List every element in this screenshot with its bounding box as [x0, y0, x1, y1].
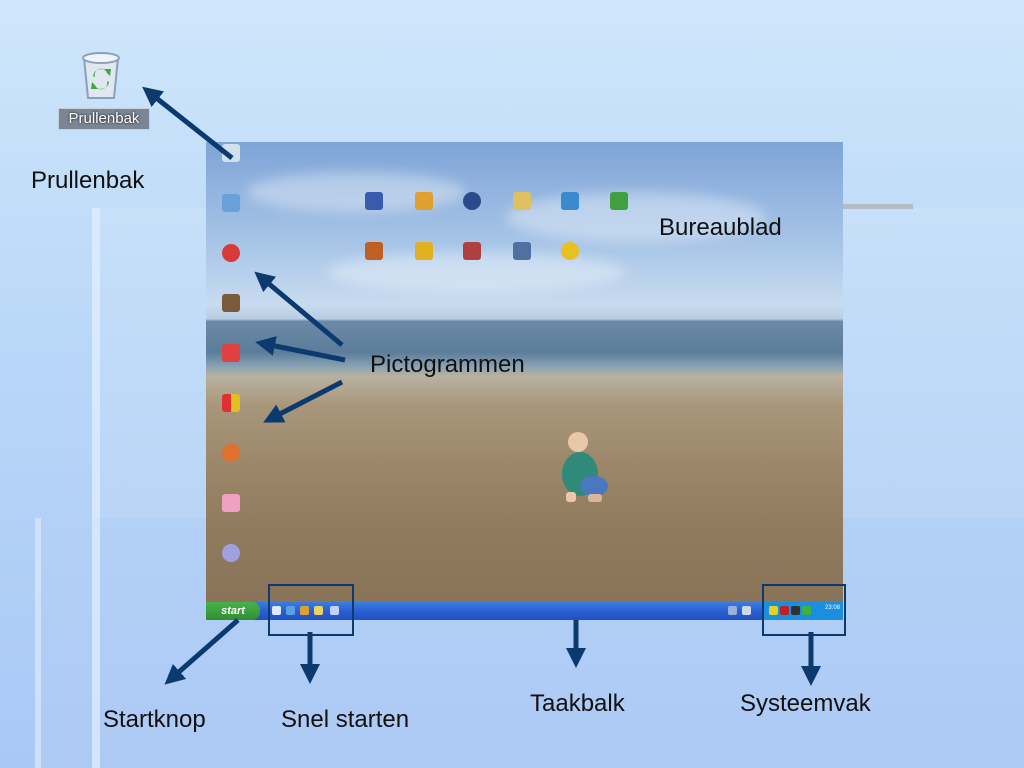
slide-decoration-line-lower	[35, 518, 41, 768]
desktop-icon[interactable]	[596, 192, 642, 212]
callout-systeemvak: Systeemvak	[740, 690, 871, 717]
callout-pictogrammen: Pictogrammen	[370, 351, 525, 378]
desktop-icon[interactable]	[499, 242, 545, 262]
desktop-icon[interactable]	[208, 444, 254, 464]
desktop-icon[interactable]	[208, 144, 254, 164]
system-tray[interactable]: 23:08	[763, 602, 843, 620]
desktop-icon[interactable]	[351, 192, 397, 212]
desktop-icon[interactable]	[208, 344, 254, 364]
desktop-icon[interactable]	[208, 294, 254, 314]
tray-toggle-icon[interactable]	[728, 606, 737, 615]
quick-launch-icon[interactable]	[272, 606, 281, 615]
tray-toggle-icon[interactable]	[742, 606, 751, 615]
desktop-icon[interactable]	[351, 242, 397, 262]
desktop-icon[interactable]	[499, 192, 545, 212]
desktop-icon[interactable]	[449, 242, 495, 262]
recycle-bin-label: Prullenbak	[58, 108, 150, 130]
quick-launch-highlight-box	[268, 584, 354, 636]
desktop-icon[interactable]	[208, 244, 254, 264]
desktop-icon[interactable]	[208, 494, 254, 514]
callout-bureaublad: Bureaublad	[659, 214, 782, 241]
desktop-icon[interactable]	[547, 192, 593, 212]
tray-icon[interactable]	[780, 606, 789, 615]
desktop-icon[interactable]	[208, 194, 254, 214]
callout-prullenbak: Prullenbak	[31, 167, 145, 194]
desktop-icon[interactable]	[401, 192, 447, 212]
slide-decoration-line	[92, 208, 100, 768]
recycle-bin-icon	[82, 52, 120, 99]
quick-launch-icon[interactable]	[330, 606, 339, 615]
recycle-bin-shortcut[interactable]: Prullenbak	[58, 44, 150, 140]
desktop-icon[interactable]	[449, 192, 495, 212]
child-figure	[562, 432, 608, 502]
slide-decoration-bar	[840, 204, 913, 209]
desktop-icon[interactable]	[208, 394, 254, 414]
callout-taakbalk: Taakbalk	[530, 690, 625, 717]
quick-launch-icon[interactable]	[286, 606, 295, 615]
taskbar[interactable]: start 23:08	[206, 602, 843, 620]
clock: 23:08	[824, 605, 840, 611]
tray-icon[interactable]	[769, 606, 778, 615]
quick-launch-icon[interactable]	[314, 606, 323, 615]
tray-icon[interactable]	[802, 606, 811, 615]
desktop-icon[interactable]	[401, 242, 447, 262]
quick-launch-icon[interactable]	[300, 606, 309, 615]
system-tray-highlight-box	[762, 584, 846, 636]
callout-startknop: Startknop	[103, 706, 206, 733]
desktop-icon[interactable]	[547, 242, 593, 262]
start-button[interactable]: start	[206, 602, 260, 620]
callout-snel-starten: Snel starten	[281, 706, 410, 733]
desktop-icon[interactable]	[208, 544, 254, 564]
tray-icon[interactable]	[791, 606, 800, 615]
